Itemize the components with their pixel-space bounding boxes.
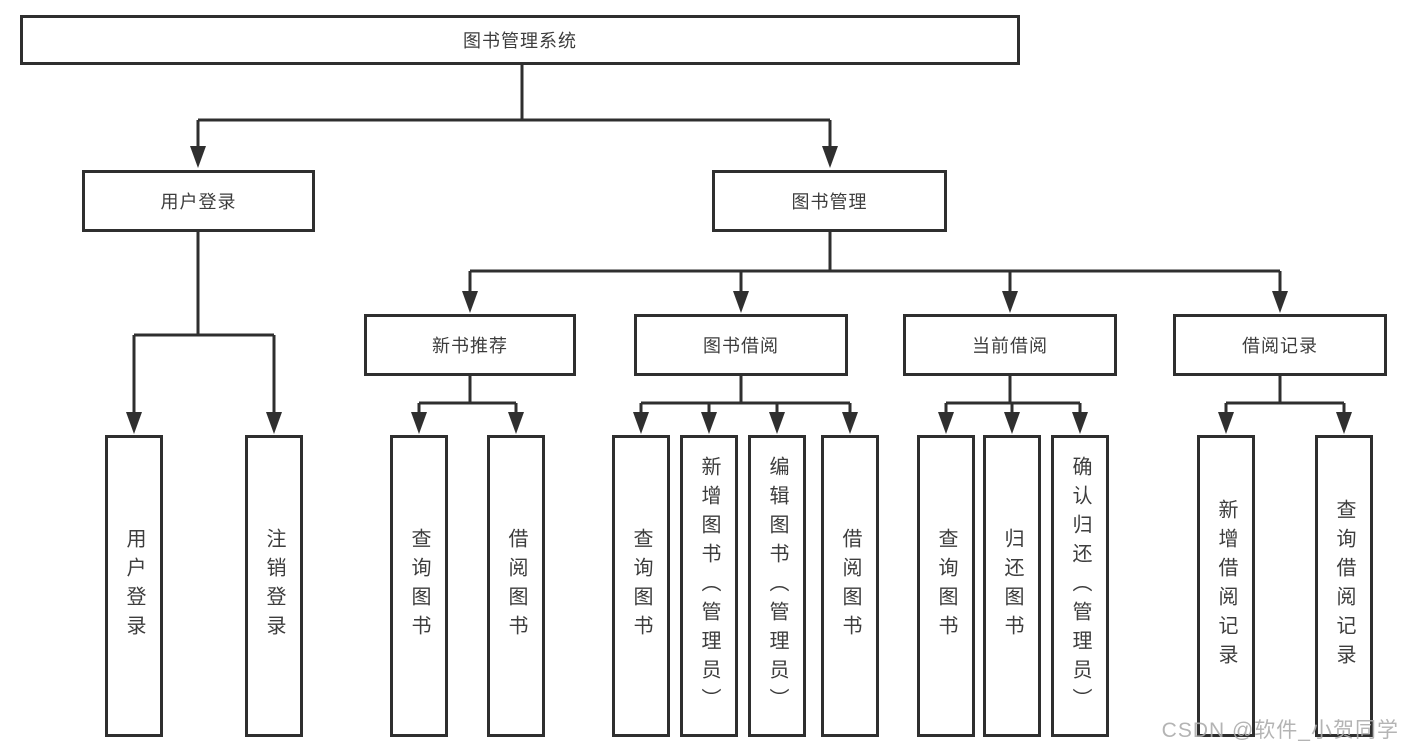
arrowhead-icon [1272,291,1288,313]
leaf-confirm-return-admin: 确认归还（管理员） [1051,435,1109,737]
connector-book-borrow-children [639,376,852,416]
node-new-book-recommend-label: 新书推荐 [432,336,508,356]
connector-current-borrow-children [944,376,1082,416]
leaf-borrow-books-1-label: 借阅图书 [505,528,527,644]
leaf-add-borrow-record: 新增借阅记录 [1197,435,1255,737]
leaf-query-books-2: 查询图书 [612,435,670,737]
connector-new-book-children [417,376,518,416]
connector-root-to-level2 [196,65,832,150]
leaf-edit-books-admin-label: 编辑图书（管理员） [766,455,788,717]
node-current-borrow-label: 当前借阅 [972,336,1048,356]
arrowhead-icon [126,412,142,434]
leaf-query-books-2-label: 查询图书 [630,528,652,644]
leaf-query-books-1-label: 查询图书 [408,528,430,644]
leaf-logout: 注销登录 [245,435,303,737]
connector-borrow-records-children [1224,376,1346,416]
arrowheads [126,146,1352,434]
leaf-add-books-admin: 新增图书（管理员） [680,435,738,737]
arrowhead-icon [633,412,649,434]
node-borrow-records-label: 借阅记录 [1242,336,1318,356]
node-book-management-label: 图书管理 [791,192,868,212]
node-library-system-label: 图书管理系统 [463,31,577,51]
arrowhead-icon [190,146,206,168]
arrowhead-icon [1072,412,1088,434]
csdn-watermark: CSDN @软件_小贺同学 [1161,719,1399,742]
node-book-borrow-label: 图书借阅 [703,336,779,356]
leaf-return-books: 归还图书 [983,435,1041,737]
connector-paths [132,65,1346,416]
arrowhead-icon [1336,412,1352,434]
node-book-management: 图书管理 [712,170,947,232]
leaf-logout-label: 注销登录 [263,528,285,644]
leaf-confirm-return-admin-label: 确认归还（管理员） [1069,455,1091,717]
leaf-query-books-3: 查询图书 [917,435,975,737]
node-current-borrow: 当前借阅 [903,314,1117,376]
arrowhead-icon [1218,412,1234,434]
arrowhead-icon [1002,291,1018,313]
leaf-edit-books-admin: 编辑图书（管理员） [748,435,806,737]
arrowhead-icon [822,146,838,168]
leaf-borrow-books-1: 借阅图书 [487,435,545,737]
arrowhead-icon [508,412,524,434]
leaf-user-login: 用户登录 [105,435,163,737]
node-library-system: 图书管理系统 [20,15,1020,65]
leaf-query-borrow-record: 查询借阅记录 [1315,435,1373,737]
node-borrow-records: 借阅记录 [1173,314,1387,376]
arrowhead-icon [842,412,858,434]
leaf-query-books-3-label: 查询图书 [935,528,957,644]
connector-user-login-children [132,232,276,416]
leaf-return-books-label: 归还图书 [1001,528,1023,644]
arrowhead-icon [733,291,749,313]
leaf-user-login-label: 用户登录 [123,528,145,644]
node-book-borrow: 图书借阅 [634,314,848,376]
leaf-add-borrow-record-label: 新增借阅记录 [1215,499,1237,673]
leaf-borrow-books-2: 借阅图书 [821,435,879,737]
node-user-login-label: 用户登录 [160,192,237,212]
node-user-login: 用户登录 [82,170,315,232]
node-new-book-recommend: 新书推荐 [364,314,576,376]
connector-book-mgmt-children [468,232,1282,295]
leaf-query-books-1: 查询图书 [390,435,448,737]
leaf-borrow-books-2-label: 借阅图书 [839,528,861,644]
leaf-query-borrow-record-label: 查询借阅记录 [1333,499,1355,673]
leaf-add-books-admin-label: 新增图书（管理员） [698,455,720,717]
arrowhead-icon [462,291,478,313]
arrowhead-icon [266,412,282,434]
arrowhead-icon [411,412,427,434]
arrowhead-icon [1004,412,1020,434]
arrowhead-icon [938,412,954,434]
arrowhead-icon [769,412,785,434]
arrowhead-icon [701,412,717,434]
